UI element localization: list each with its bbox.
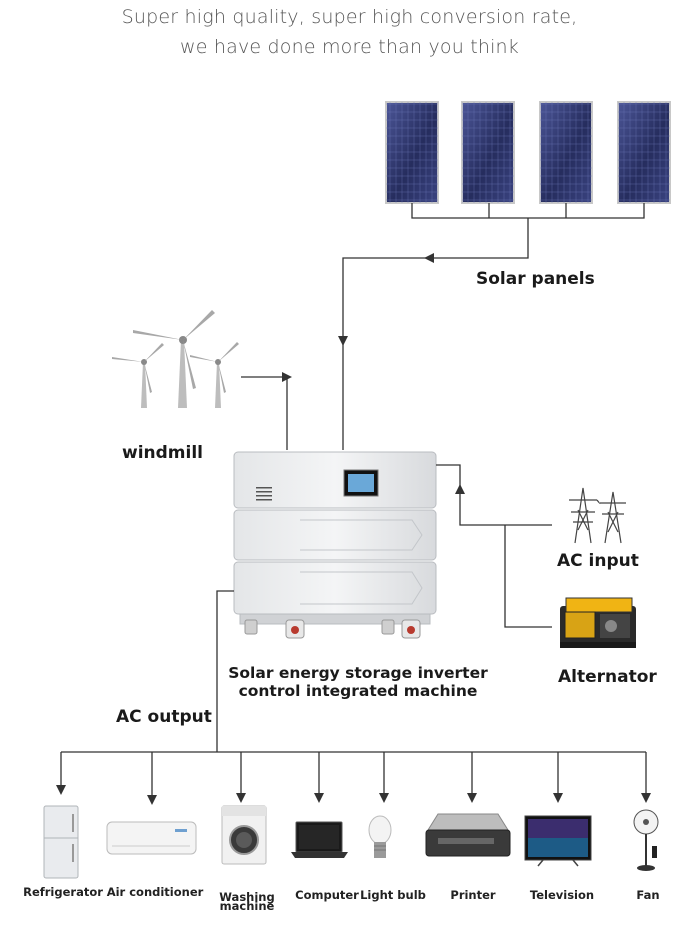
refrigerator-icon (43, 805, 79, 879)
windmill-icon (112, 310, 239, 408)
solar-arrow-down (338, 336, 348, 346)
air-conditioner-icon (106, 821, 197, 855)
solar-wiring (342, 203, 645, 450)
refrigerator-label: Refrigerator (23, 885, 103, 899)
inverter-label-line-1: Solar energy storage inverter (228, 664, 488, 682)
transmission-tower-icon (569, 487, 626, 544)
light-bulb-icon (368, 815, 392, 858)
ac-output-wiring (60, 590, 647, 795)
fan-label: Fan (636, 888, 660, 902)
headline-line-2: we have done more than you think (179, 36, 520, 58)
solar-panels-group (385, 101, 671, 204)
ac-input-wiring (436, 464, 552, 628)
windmill-arrow (282, 372, 292, 382)
solar-panel-2 (461, 101, 515, 204)
windmill-wire (241, 376, 288, 450)
inverter-cabinet (233, 451, 437, 639)
computer-icon (291, 821, 348, 858)
washing-machine-label-line-1: Washing (219, 890, 275, 904)
windmill-label: windmill (122, 443, 203, 463)
washing-machine-label-line-2: machine (219, 899, 275, 913)
air-conditioner-label: Air conditioner (106, 885, 204, 899)
television-icon (524, 815, 592, 867)
solar-panel-1 (385, 101, 439, 204)
solar-arrow-left (424, 253, 434, 263)
printer-icon (425, 813, 511, 857)
printer-label: Printer (450, 888, 496, 902)
solar-panel-3 (539, 101, 593, 204)
fan-icon (633, 809, 659, 871)
headline-line-1: Super high quality, super high conversio… (121, 6, 578, 28)
computer-label: Computer (295, 888, 359, 902)
solar-panel-4 (617, 101, 671, 204)
washing-machine-icon (221, 805, 267, 865)
alternator-icon (560, 597, 636, 648)
light-bulb-label: Light bulb (360, 888, 426, 902)
inverter-label-line-2: control integrated machine (238, 682, 478, 700)
television-label: Television (529, 888, 595, 902)
alternator-label: Alternator (558, 667, 657, 687)
ac-input-label: AC input (557, 551, 639, 571)
solar-panels-label: Solar panels (476, 269, 595, 289)
ac-input-arrow (455, 484, 465, 494)
ac-output-arrows (56, 785, 651, 805)
ac-output-label: AC output (116, 707, 212, 727)
